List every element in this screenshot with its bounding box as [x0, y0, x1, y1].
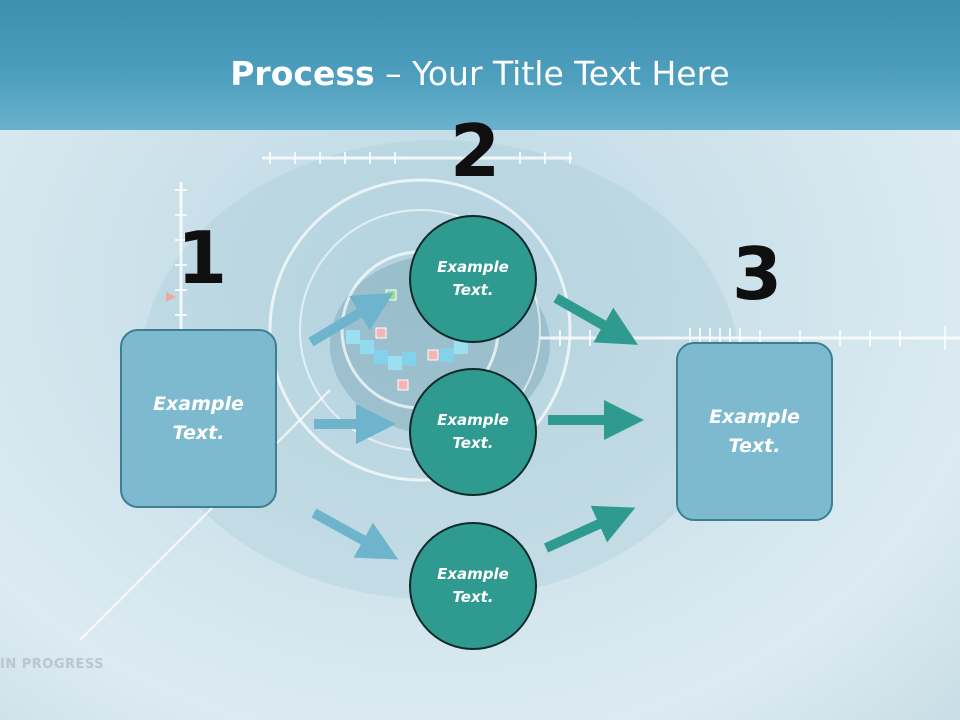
step-number-2: 2 — [450, 109, 501, 193]
process-circle-top: Example Text. — [409, 215, 537, 343]
circle-bottom-label: Example Text. — [437, 565, 509, 606]
process-circle-middle: Example Text. — [409, 368, 537, 496]
right-process-box: Example Text. — [676, 342, 833, 521]
arrow-bottom-to-right — [543, 505, 636, 553]
title-rest-part: – Your Title Text Here — [374, 54, 730, 93]
left-process-box: Example Text. — [120, 329, 277, 508]
circle-top-label: Example Text. — [437, 258, 509, 299]
step-number-3: 3 — [732, 232, 783, 316]
slide-title: Process – Your Title Text Here — [0, 54, 960, 93]
title-bold-part: Process — [230, 54, 375, 93]
process-circle-bottom: Example Text. — [409, 522, 537, 650]
circle-middle-label: Example Text. — [437, 411, 509, 452]
arrow-top-to-right — [553, 293, 639, 345]
arrow-left-to-bottom — [311, 508, 399, 560]
watermark-text: IN PROGRESS — [0, 657, 105, 672]
right-box-label: Example Text. — [709, 405, 800, 457]
left-box-label: Example Text. — [153, 392, 244, 444]
arrow-left-to-top — [308, 292, 394, 347]
step-number-1: 1 — [177, 216, 228, 300]
title-bar — [0, 0, 960, 130]
